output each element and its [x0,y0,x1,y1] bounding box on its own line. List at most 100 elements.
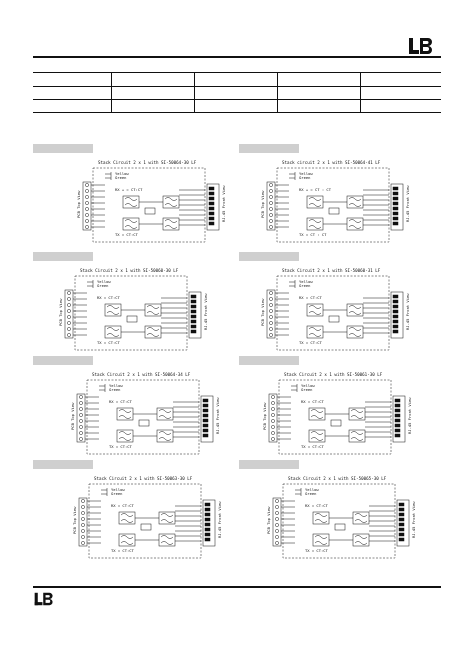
transformer-coil [118,533,136,547]
coil-winding [314,513,328,523]
rj45-pin [202,408,209,413]
circuit-title: Stack Circuit 2 x 1 with SI-50064-34 LF [92,372,191,377]
rj45-pin [398,537,405,542]
tx-ratio-label: TX = CT:CT [115,232,139,237]
coil-winding [348,305,362,315]
spec-table [33,72,441,113]
pcb-pin [81,499,85,503]
pcb-pin [79,407,83,411]
pcb-view-label: PCB Top View [76,190,81,218]
led-label: Green [111,491,122,496]
coil-winding [158,409,172,419]
circuit-title: Stack Circuit 2 x 1 with SI-50060-30 LF [80,268,179,273]
coil-winding [120,513,134,523]
rj45-pin [202,418,209,423]
coil-winding [314,535,328,545]
rj45-pin [190,309,197,314]
pcb-pin [67,291,71,295]
pcb-pin [79,425,83,429]
rj45-pin [204,507,211,512]
pcb-pin-header [268,393,278,443]
coil-winding [354,535,368,545]
rj45-pin [202,423,209,428]
transformer-coil [308,429,326,443]
pcb-pin [67,321,71,325]
tx-ratio-label: TX = CT:CT [301,444,325,449]
tx-ratio-label: TX = CT : CT [299,232,327,237]
rj45-view-label: RJ-45 Front View [411,501,416,538]
pcb-pin [85,213,89,217]
transformer-coil [346,303,364,317]
rj45-pin [208,191,215,196]
coil-winding [310,431,324,441]
pcb-pin [81,517,85,521]
rj45-pin [392,299,399,304]
transformer-coil [348,407,366,421]
rj45-pin [208,216,215,221]
pcb-pin [85,219,89,223]
pcb-pin [271,395,275,399]
circuit-panel: Stack Circuit 2 x 1 with SI-50065-30 LF Y… [239,460,441,564]
circuit-title: Stack circuit 2 x 1 with SI-50064-41 LF [282,160,381,165]
coil-winding [350,409,364,419]
circuit-schematic: Stack Circuit 2 x 1 with SI-50063-30 LFY… [72,476,222,559]
pcb-pin [79,395,83,399]
pcb-pin [85,201,89,205]
panel-label-tab [33,356,93,365]
rj45-pin [190,319,197,324]
termination-resistor [138,419,150,427]
pcb-pin [269,303,273,307]
coil-winding [118,409,132,419]
tx-ratio-label: TX = CT:CT [111,548,135,553]
rj45-pin [190,314,197,319]
rj45-view-label: RJ-45 Front View [405,185,410,222]
rj45-pin [202,398,209,403]
coil-winding [308,327,322,337]
coil-winding [146,305,160,315]
transformer-coil [118,511,136,525]
rj45-pin [190,294,197,299]
pcb-pin [67,303,71,307]
transformer-coil [352,533,370,547]
transformer-coil [312,533,330,547]
led-label: Green [97,283,108,288]
coil-winding [146,327,160,337]
pcb-view-label: PCB Top View [260,298,265,326]
rj45-pin [190,299,197,304]
transformer-coil [156,429,174,443]
coil-winding [308,305,322,315]
rj45-jack-outline [200,395,214,443]
led-label: Yellow [301,383,315,388]
pcb-pin [275,535,279,539]
circuit-title: Stack Circuit 2 x 1 with SI-50063-30 LF [94,476,193,481]
rj45-pin [398,517,405,522]
transformer-coil [162,217,180,231]
pcb-pin [275,541,279,545]
pcb-pin [67,327,71,331]
led-icon [105,172,112,180]
pcb-pin [85,195,89,199]
transformer-coil [158,511,176,525]
rj45-pin [208,211,215,216]
panel-label-tab [239,460,299,469]
transformer-coil [306,303,324,317]
circuit-title: Stack Circuit 2 x 1 with SI-50065-30 LF [288,476,387,481]
coil-winding [120,535,134,545]
rx-ratio-label: RX = CT:CT [305,503,329,508]
rj45-pin [398,507,405,512]
pcb-pin [271,413,275,417]
circuit-schematic: Stack Circuit 2 x 1 with SI-50060-30 LFY… [58,268,208,351]
led-label: Yellow [305,487,319,492]
rj45-pin [204,517,211,522]
pcb-pin [85,207,89,211]
rj45-view-label: RJ-45 Front View [221,185,226,222]
led-label: Green [115,175,126,180]
rj45-pin [204,512,211,517]
pcb-view-label: PCB Top View [58,298,63,326]
rj45-pin [398,527,405,532]
rj45-pin [398,532,405,537]
transformer-coil [122,195,140,209]
